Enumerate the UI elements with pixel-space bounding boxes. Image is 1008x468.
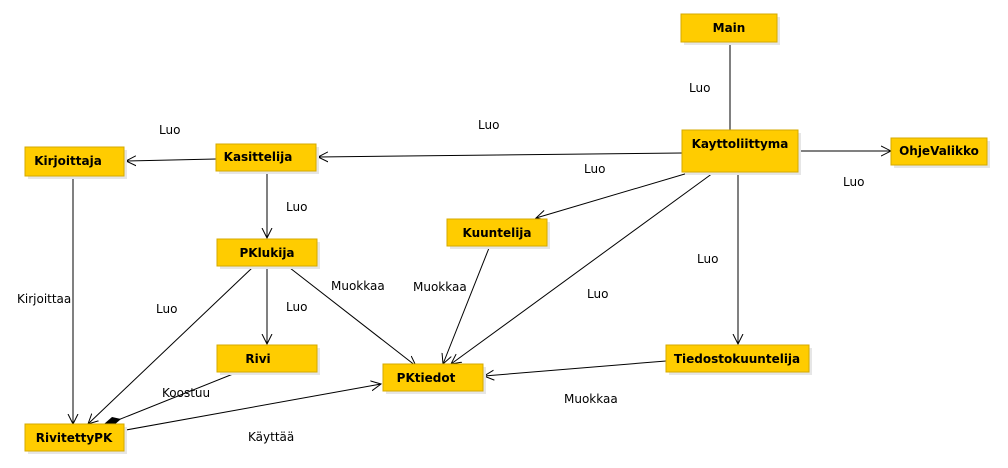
node-kasittelija[interactable]: Kasittelija <box>215 143 319 174</box>
edge-kasittelija-kirjoittaja <box>126 159 217 161</box>
label-kirjoittaja-rivitettypk: Kirjoittaa <box>17 292 71 306</box>
label-kasittelija-pklukija: Luo <box>286 200 307 214</box>
edge-rivi-rivitettypk <box>112 373 234 423</box>
node-kayttoliittyma[interactable]: Kayttoliittyma <box>681 129 801 175</box>
edge-kuuntelija-pktiedot <box>443 247 490 364</box>
node-kirjoittaja[interactable]: Kirjoittaja <box>24 146 127 179</box>
label-kuuntelija-pktiedot: Muokkaa <box>413 280 467 294</box>
edge-pklukija-rivitettypk <box>88 267 253 424</box>
label-kayttoliittyma-kasittelija: Luo <box>478 118 499 132</box>
node-label-rivi: Rivi <box>245 352 270 366</box>
label-kayttoliittyma-kuuntelija: Luo <box>584 162 605 176</box>
edge-pklukija-pktiedot <box>289 267 416 366</box>
node-pktiedot[interactable]: PKtiedot <box>382 363 486 394</box>
node-pklukija[interactable]: PKlukija <box>216 238 320 269</box>
node-label-ohjevalikko: OhjeValikko <box>899 144 979 158</box>
node-label-main: Main <box>713 21 746 35</box>
node-main[interactable]: Main <box>680 13 780 45</box>
edge-tiedostokuuntelija-pktiedot <box>484 360 667 376</box>
node-kuuntelija[interactable]: Kuuntelija <box>446 218 550 249</box>
label-main-kayttoliittyma: Luo <box>689 81 710 95</box>
edge-rivitettypk-pktiedot <box>125 384 381 431</box>
label-kayttoliittyma-ohjevalikko: Luo <box>843 175 864 189</box>
edge-kayttoliittyma-kasittelija <box>318 153 683 157</box>
label-pklukija-rivitettypk: Luo <box>156 302 177 316</box>
nodes: Main Kayttoliittyma OhjeValikko Kasittel… <box>24 13 990 454</box>
label-pklukija-pktiedot: Muokkaa <box>331 279 385 293</box>
node-ohjevalikko[interactable]: OhjeValikko <box>890 137 990 168</box>
label-pklukija-rivi: Luo <box>286 300 307 314</box>
label-kayttoliittyma-tiedostokuuntelija: Luo <box>697 252 718 266</box>
label-tiedostokuuntelija-pktiedot: Muokkaa <box>564 392 618 406</box>
edge-labels: Luo Luo Luo Luo Luo Luo Luo Luo Luo Luo … <box>17 81 864 444</box>
node-label-rivitettypk: RivitettyPK <box>36 431 113 445</box>
edge-kayttoliittyma-kuuntelija <box>536 167 706 218</box>
node-label-kayttoliittyma: Kayttoliittyma <box>692 137 789 151</box>
node-label-pktiedot: PKtiedot <box>397 371 456 385</box>
node-tiedostokuuntelija[interactable]: Tiedostokuuntelija <box>665 344 812 375</box>
label-kayttoliittyma-pktiedot: Luo <box>587 287 608 301</box>
node-label-pklukija: PKlukija <box>239 246 294 260</box>
node-label-kuuntelija: Kuuntelija <box>462 226 531 240</box>
node-label-kasittelija: Kasittelija <box>224 150 293 164</box>
node-rivi[interactable]: Rivi <box>216 344 320 375</box>
label-rivitettypk-pktiedot: Käyttää <box>248 430 294 444</box>
node-label-tiedostokuuntelija: Tiedostokuuntelija <box>674 352 800 366</box>
label-kasittelija-kirjoittaja: Luo <box>159 123 180 137</box>
edge-kayttoliittyma-pktiedot <box>451 172 714 364</box>
node-rivitettypk[interactable]: RivitettyPK <box>24 423 127 454</box>
node-label-kirjoittaja: Kirjoittaja <box>34 154 102 168</box>
edges <box>73 43 891 431</box>
label-rivi-rivitettypk: Koostuu <box>162 386 210 400</box>
